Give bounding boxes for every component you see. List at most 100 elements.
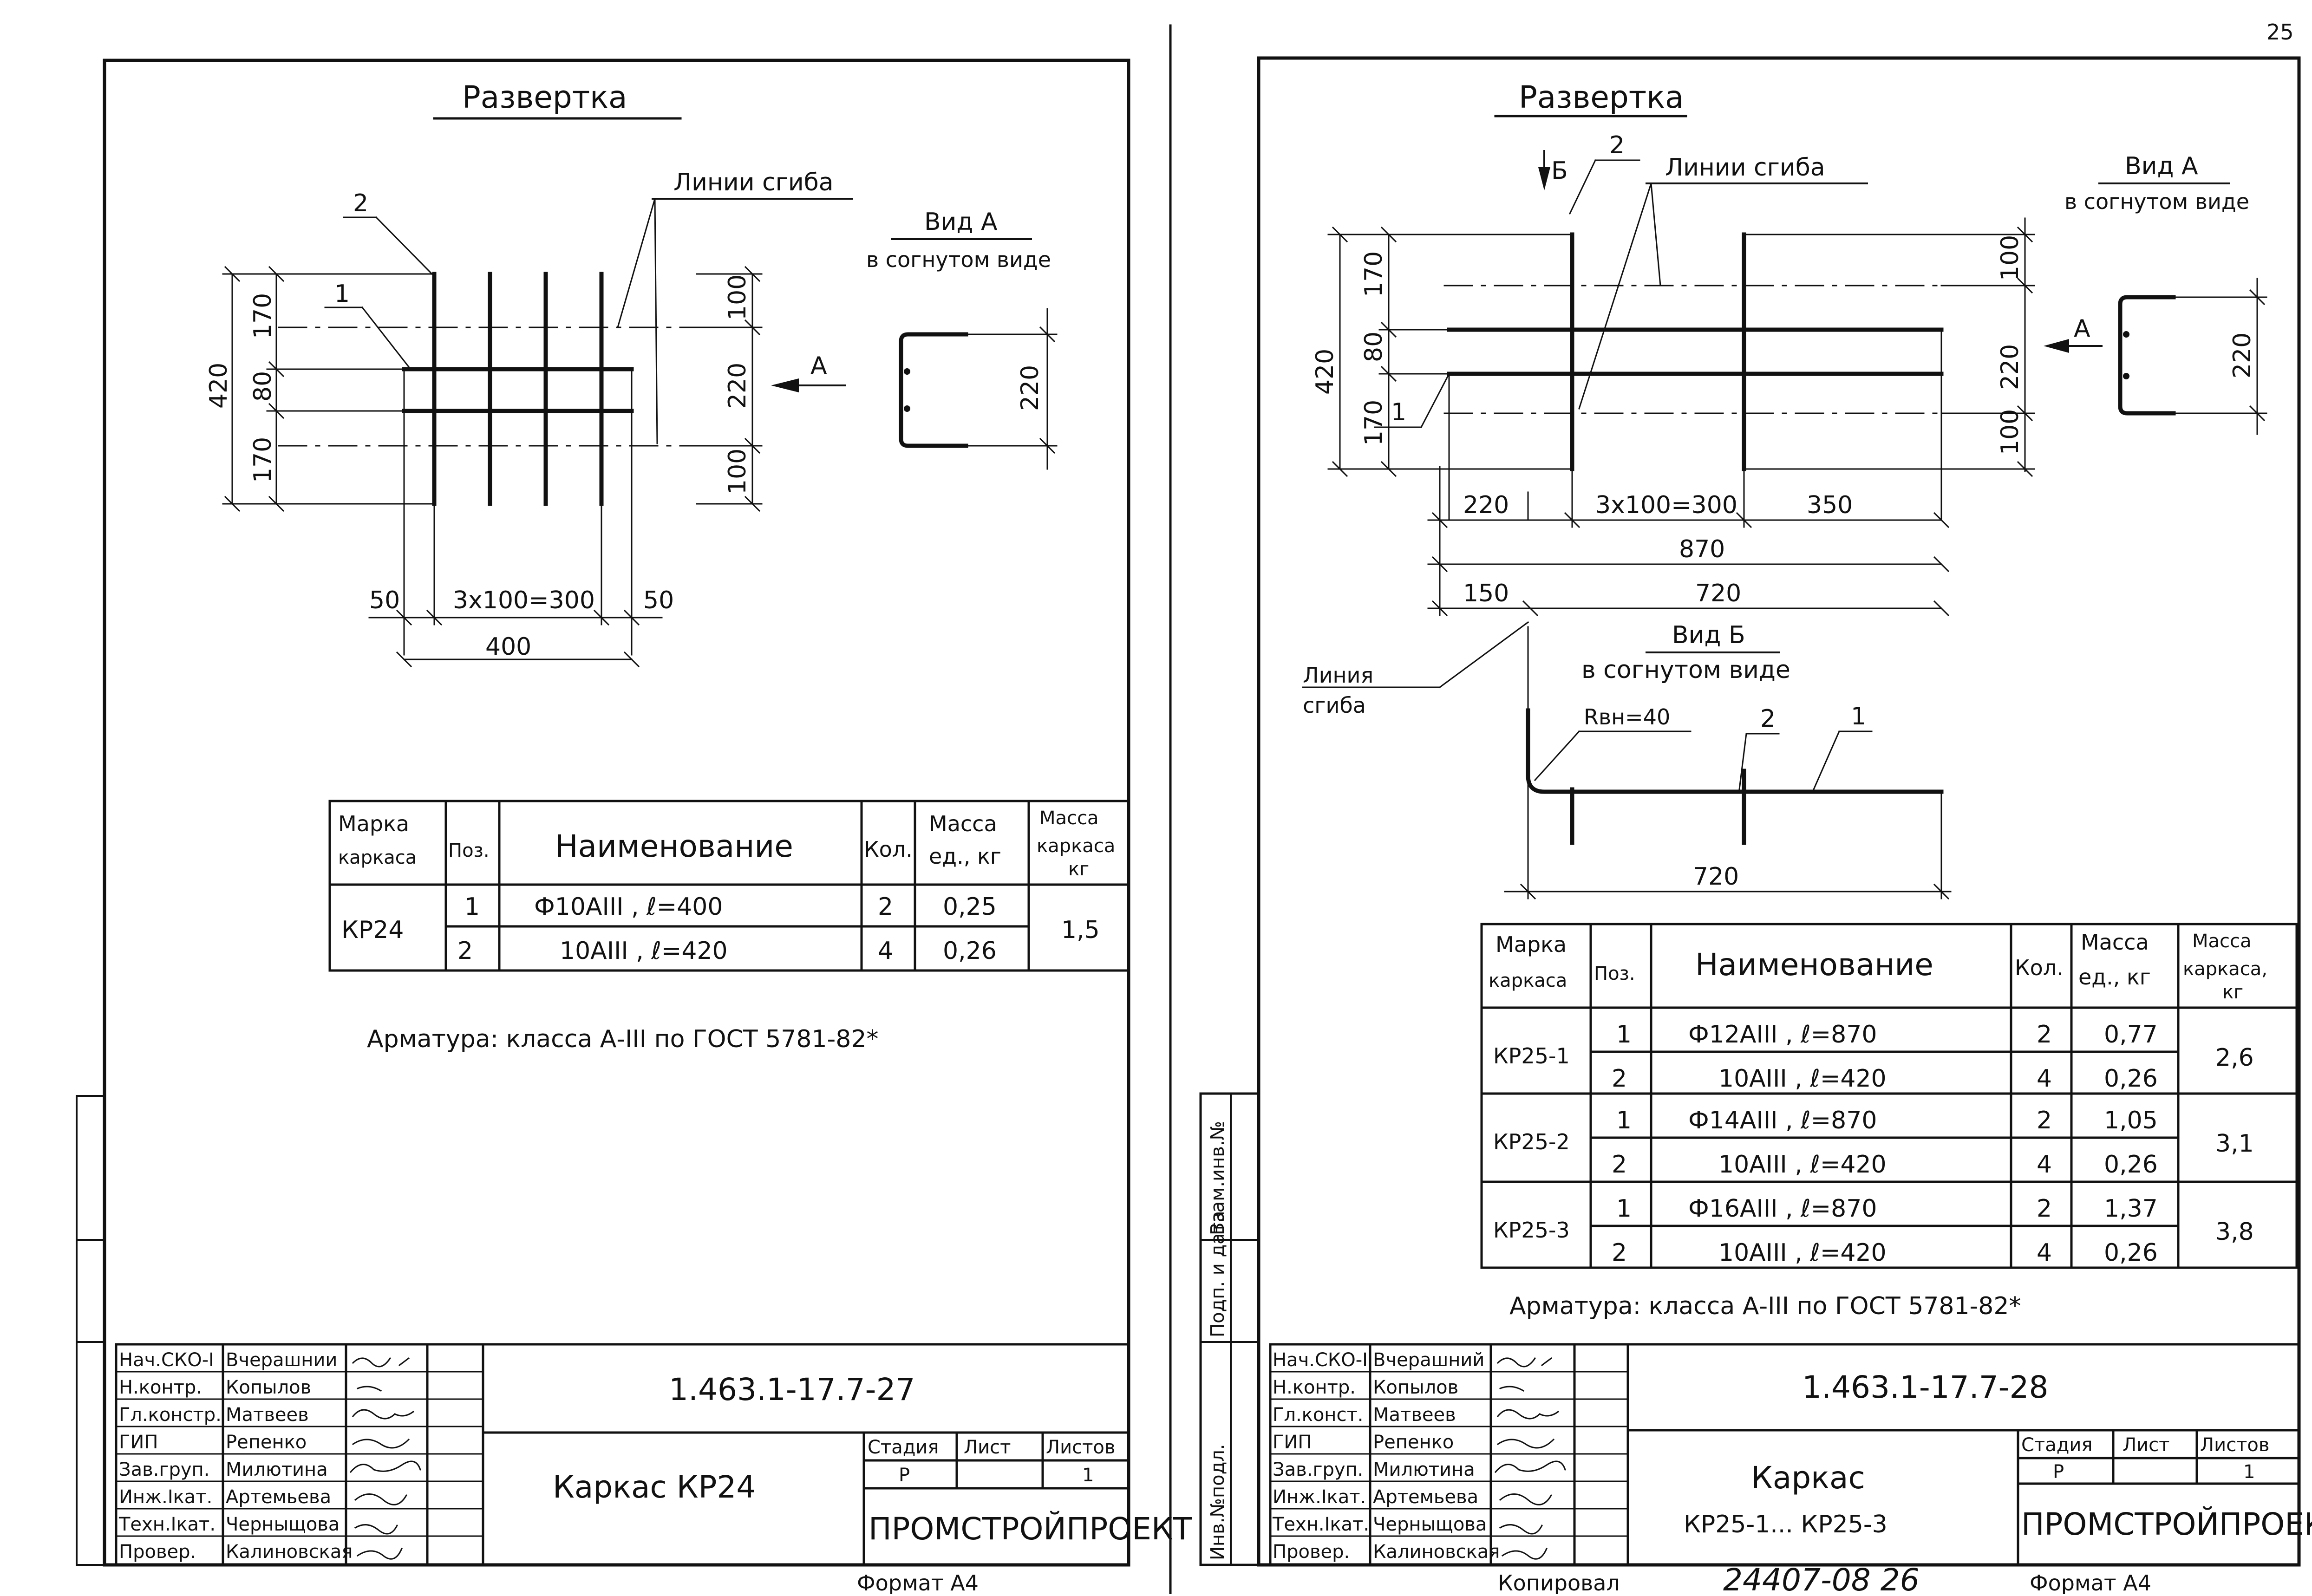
svg-text:10АIII , ℓ=420: 10АIII , ℓ=420: [1718, 1239, 1887, 1267]
svg-text:0,26: 0,26: [2104, 1239, 2158, 1267]
left-doc-code: 1.463.1-17.7-27: [669, 1372, 915, 1407]
right-doc-title-1: Каркас: [1751, 1460, 1865, 1496]
right-dim-220: 220: [1463, 491, 1509, 519]
right-vb-pos1: 1: [1851, 703, 1866, 730]
left-row2-name: 10АIII , ℓ=420: [560, 937, 728, 965]
svg-text:0,26: 0,26: [2104, 1065, 2158, 1093]
svg-text:1: 1: [1616, 1021, 1632, 1049]
left-dim-50a: 50: [369, 586, 400, 614]
left-stamp-names: Вчерашнии Копылов Матвеев Репенко Милюти…: [226, 1349, 353, 1563]
right-dim-r220: 220: [1996, 344, 2024, 390]
right-rbh-label: Rвн=40: [1584, 704, 1670, 730]
right-arrow-a-label: А: [2074, 315, 2090, 343]
left-stamp-roles: Нач.СКО-I Н.контр. Гл.констр. ГИП Зав.гр…: [118, 1349, 222, 1563]
left-view-arrow-a: [771, 378, 846, 392]
svg-text:Провер.: Провер.: [1273, 1541, 1350, 1563]
left-dim-50b: 50: [643, 586, 674, 614]
right-view-b-title: Вид Б: [1672, 621, 1745, 649]
svg-text:Вчерашнии: Вчерашнии: [226, 1349, 337, 1371]
right-org-name: ПРОМСТРОЙПРОЕКТ: [2021, 1506, 2312, 1542]
svg-text:Милютина: Милютина: [1373, 1459, 1475, 1480]
left-listov-label: Листов: [1046, 1437, 1115, 1458]
left-listov-value: 1: [1082, 1465, 1094, 1486]
svg-text:1: 1: [1616, 1107, 1632, 1134]
svg-text:Инж.Iкат.: Инж.Iкат.: [1273, 1486, 1366, 1508]
right-dim-r100a: 100: [1996, 235, 2024, 281]
right-pos1-label: 1: [1391, 398, 1406, 426]
right-dim-420: 420: [1311, 349, 1339, 395]
left-row2-kol: 4: [878, 937, 893, 965]
svg-text:0,77: 0,77: [2104, 1021, 2158, 1049]
left-th-poz: Поз.: [448, 840, 490, 861]
left-signatures: [349, 1357, 421, 1560]
svg-text:Ф12АIII , ℓ=870: Ф12АIII , ℓ=870: [1688, 1021, 1877, 1049]
svg-text:Н.контр.: Н.контр.: [119, 1377, 202, 1398]
svg-text:Артемьева: Артемьева: [1373, 1486, 1478, 1508]
svg-text:Калиновская: Калиновская: [1373, 1541, 1500, 1563]
left-group-mass: 1,5: [1061, 916, 1100, 944]
svg-text:Артемьева: Артемьева: [226, 1486, 331, 1508]
svg-text:Ф16АIII , ℓ=870: Ф16АIII , ℓ=870: [1688, 1195, 1877, 1223]
right-margin-strip: [1199, 1092, 1260, 1566]
svg-text:Н.контр.: Н.контр.: [1273, 1377, 1356, 1398]
svg-text:Репенко: Репенко: [1373, 1432, 1454, 1453]
svg-text:Нач.СКО-I: Нач.СКО-I: [1273, 1349, 1368, 1371]
left-dim-170b: 170: [249, 437, 277, 483]
right-view-a-shape: [2118, 295, 2176, 416]
svg-text:1,37: 1,37: [2104, 1195, 2158, 1223]
svg-text:Матвеев: Матвеев: [226, 1404, 309, 1426]
svg-text:Копылов: Копылов: [1373, 1377, 1458, 1398]
right-razvertka-drawing: [1447, 232, 1944, 471]
left-dim-420: 420: [205, 363, 233, 409]
left-dim-r220: 220: [724, 363, 751, 409]
left-dim-r100a: 100: [724, 274, 751, 320]
right-th-poz: Поз.: [1594, 963, 1635, 984]
left-format: Формат А4: [857, 1570, 979, 1594]
svg-text:Нач.СКО-I: Нач.СКО-I: [119, 1349, 214, 1371]
svg-text:Милютина: Милютина: [226, 1459, 328, 1480]
svg-text:2: 2: [2037, 1107, 2052, 1134]
svg-text:Гл.констр.: Гл.констр.: [119, 1404, 222, 1426]
svg-text:1,05: 1,05: [2104, 1107, 2158, 1134]
left-dim-170a: 170: [249, 293, 277, 339]
left-razvertka-title: Развертка: [462, 79, 627, 115]
left-view-a-title: Вид А: [924, 208, 998, 236]
right-view-arrow-b: [1538, 150, 1550, 190]
right-dim-350: 350: [1807, 491, 1853, 519]
left-pos1-label: 1: [334, 280, 350, 308]
svg-text:2: 2: [1612, 1239, 1627, 1267]
right-frame: [1257, 56, 2301, 1567]
page-number: 25: [2266, 20, 2294, 45]
right-list-label: Лист: [2123, 1434, 2169, 1456]
right-sheet: Взам.инв.№ Подп. и дата Инв.№подл. Разве…: [1199, 56, 2312, 1596]
left-dim-r100b: 100: [724, 449, 751, 495]
left-stadia-label: Стадия: [868, 1437, 939, 1458]
right-th-marka: Марка: [1496, 932, 1567, 957]
right-th-kol: Кол.: [2015, 955, 2064, 980]
right-listov-value: 1: [2243, 1461, 2255, 1483]
svg-text:Техн.Iкат.: Техн.Iкат.: [1272, 1514, 1369, 1535]
svg-text:Ф14АIII , ℓ=870: Ф14АIII , ℓ=870: [1688, 1107, 1877, 1134]
right-view-b-subtitle: в согнутом виде: [1581, 656, 1790, 684]
right-stadia-label: Стадия: [2021, 1434, 2092, 1456]
svg-text:0,26: 0,26: [2104, 1151, 2158, 1179]
svg-text:Вчерашний: Вчерашний: [1373, 1349, 1484, 1371]
svg-text:2: 2: [1612, 1065, 1627, 1093]
left-spec-table: [328, 800, 1130, 972]
right-vb-pos2: 2: [1760, 705, 1776, 733]
right-dim-720: 720: [1695, 580, 1741, 607]
left-dim-300: 3x100=300: [453, 586, 595, 614]
left-view-a-dim: 220: [1016, 365, 1044, 411]
right-kopiroval: Копировал: [1498, 1570, 1620, 1594]
right-doc-code: 1.463.1-17.7-28: [1802, 1369, 2048, 1405]
svg-text:10АIII , ℓ=420: 10АIII , ℓ=420: [1718, 1065, 1887, 1093]
right-doc-title-2: КР25-1... КР25-3: [1684, 1511, 1887, 1538]
left-bend-lines-label: Линии сгиба: [673, 169, 834, 196]
svg-text:Копылов: Копылов: [226, 1377, 311, 1398]
